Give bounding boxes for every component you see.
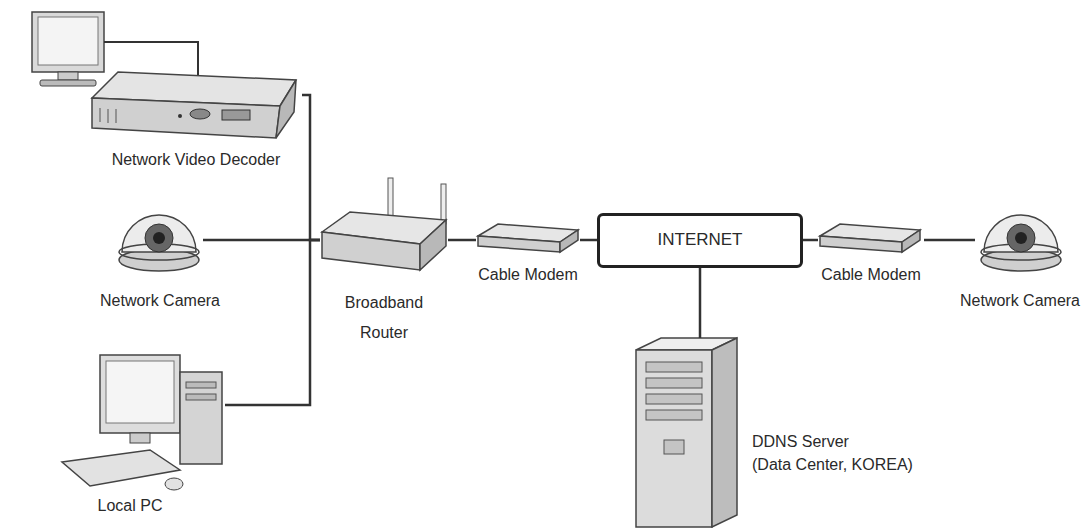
server-front xyxy=(636,350,712,527)
pc-icon xyxy=(62,355,222,490)
monitor-icon xyxy=(32,12,104,86)
device-label: Cable Modem xyxy=(463,265,593,285)
server-bay xyxy=(646,394,702,404)
server-bay xyxy=(646,378,702,388)
server-panel xyxy=(664,440,684,454)
device-label: Broadband Router xyxy=(339,288,429,348)
decoder-port xyxy=(190,109,210,119)
pc-keyboard xyxy=(62,450,180,486)
decoder-front xyxy=(92,98,280,138)
device-label: Local PC xyxy=(55,496,205,516)
caption-holder: Network Video Decoder xyxy=(90,150,302,170)
monitor-frame xyxy=(32,12,104,72)
camera-lens xyxy=(145,224,173,252)
router-antenna xyxy=(441,184,446,224)
monitor-neck xyxy=(58,72,78,80)
network-box: INTERNET xyxy=(597,213,803,268)
monitor-base xyxy=(40,80,96,86)
decoder-led xyxy=(178,114,182,118)
network-link xyxy=(225,240,320,405)
caption-holder: Cable Modem xyxy=(806,265,936,285)
decoder-port xyxy=(222,110,250,120)
decoder-slot xyxy=(100,108,101,122)
pc-node: Local PC xyxy=(55,350,225,520)
camera-icon xyxy=(981,215,1061,271)
wrap-spacer xyxy=(872,430,922,453)
device-label: INTERNET xyxy=(600,230,800,250)
router-side xyxy=(420,220,446,270)
pc-mouse xyxy=(165,478,183,490)
modem-side xyxy=(902,230,920,252)
network-link xyxy=(203,239,320,242)
router-antenna xyxy=(388,178,393,218)
decoder-side xyxy=(276,80,296,138)
caption-holder: Network Camera xyxy=(94,291,226,311)
device-label: Network Camera xyxy=(955,291,1081,311)
network-link xyxy=(580,239,597,242)
caption-holder: INTERNET xyxy=(600,230,800,250)
device-label: Network Camera xyxy=(94,291,226,311)
pc-monitor xyxy=(100,355,180,433)
caption-holder: Local PC xyxy=(55,496,205,516)
decoder-slot xyxy=(108,109,109,123)
device-label: DDNS Server (Data Center, KOREA) xyxy=(752,430,922,476)
caption-holder: DDNS Server (Data Center, KOREA) xyxy=(752,430,922,476)
modem-icon xyxy=(820,224,920,252)
pc-drive xyxy=(186,394,216,400)
network-link xyxy=(699,268,702,338)
caption-holder: Cable Modem xyxy=(463,265,593,285)
router-front xyxy=(322,232,420,270)
server-side xyxy=(712,338,737,527)
decoder-node: Network Video Decoder xyxy=(90,62,302,170)
decoder-slot xyxy=(116,109,117,123)
device-label: Network Video Decoder xyxy=(90,150,302,170)
modem-front xyxy=(478,236,560,252)
camera-lens xyxy=(1015,232,1027,244)
decoder-icon xyxy=(92,72,296,138)
modem-node: Cable Modem xyxy=(818,215,924,287)
server-bay xyxy=(646,410,702,420)
modem-node: Cable Modem xyxy=(476,215,580,287)
modem-front xyxy=(820,236,902,252)
pc-drive xyxy=(186,382,216,388)
network-link xyxy=(448,239,476,242)
camera-lens xyxy=(1007,224,1035,252)
pc-screen xyxy=(106,361,174,423)
device-label: Cable Modem xyxy=(806,265,936,285)
router-icon xyxy=(322,178,446,270)
camera-node: Network Camera xyxy=(118,205,203,310)
server-node: DDNS Server (Data Center, KOREA) xyxy=(636,338,911,528)
server-bay xyxy=(646,362,702,372)
camera-lens xyxy=(153,232,165,244)
server-icon xyxy=(636,338,737,527)
camera-icon xyxy=(119,215,199,271)
router-node: Broadband Router xyxy=(320,176,448,340)
caption-holder: Network Camera xyxy=(955,291,1081,311)
modem-side xyxy=(560,230,578,252)
network-link xyxy=(803,239,818,242)
monitor-screen xyxy=(38,17,98,65)
pc-stand xyxy=(130,433,150,443)
pc-tower xyxy=(180,372,222,464)
caption-holder: Broadband Router xyxy=(339,288,429,348)
modem-icon xyxy=(478,224,578,252)
camera-node: Network Camera xyxy=(975,205,1065,310)
network-link xyxy=(302,95,320,240)
network-link xyxy=(924,239,975,242)
